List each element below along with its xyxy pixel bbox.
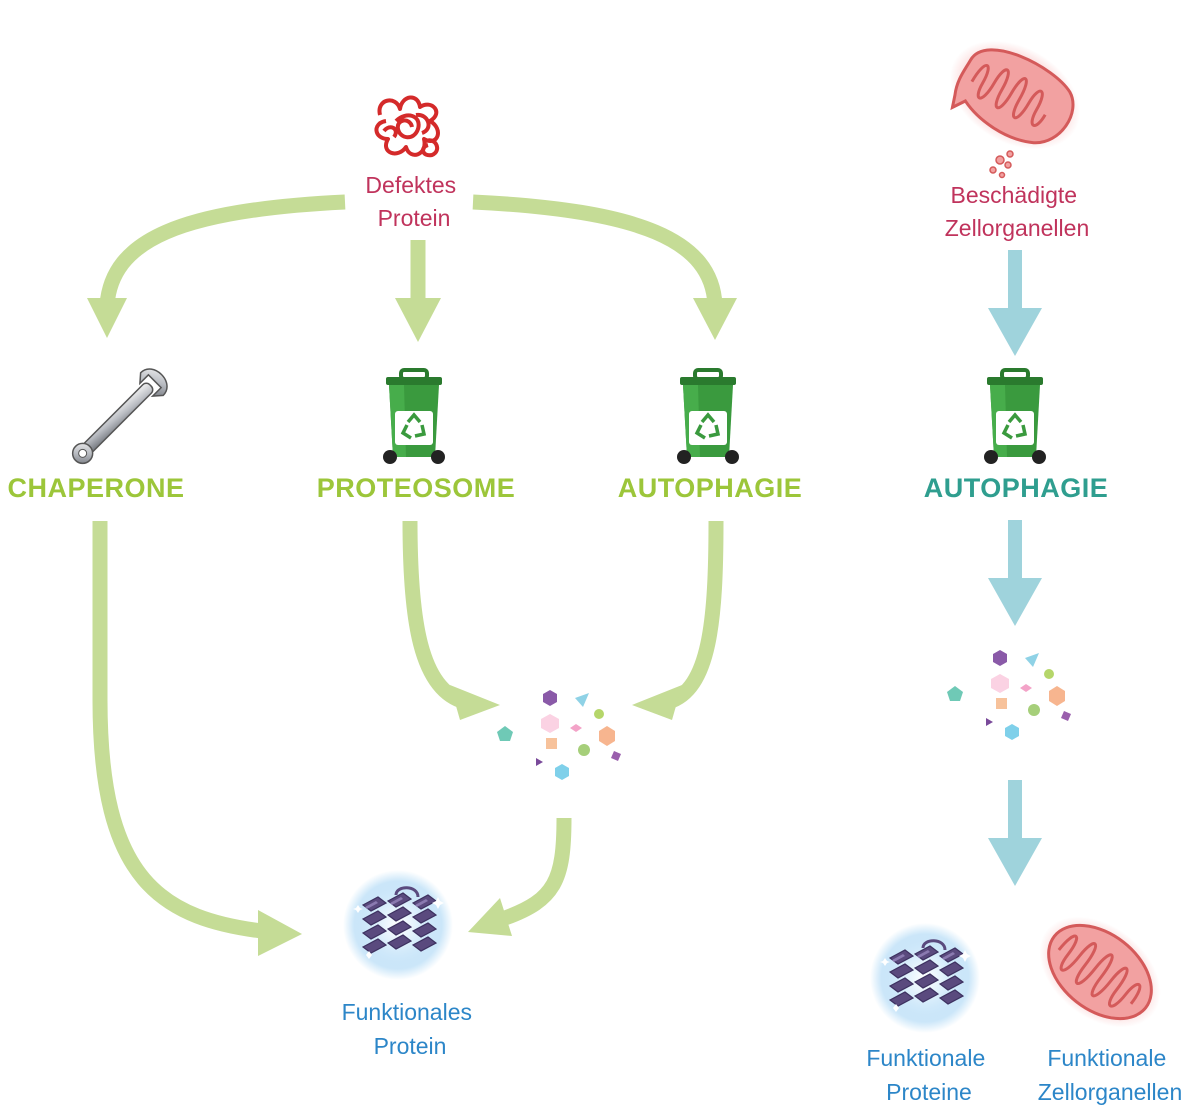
- defective-protein-label: Defektes Protein: [365, 172, 462, 231]
- arrow-to-chaperone: [99, 194, 346, 306]
- arrow-to-autophagy-left: [472, 194, 723, 306]
- functional-protein-line1: Funktionales: [342, 999, 472, 1025]
- arrow-autophagy-to-fragments: [665, 520, 724, 710]
- autophagy-label-right: AUTOPHAGIE: [924, 473, 1109, 503]
- functional-proteins-label: Funktionale Proteine: [866, 1045, 991, 1105]
- fragment-cluster-icon: [947, 650, 1071, 740]
- mitochondrion-icon: [1016, 892, 1184, 1052]
- arrowhead: [988, 308, 1042, 356]
- arrowhead: [468, 898, 512, 936]
- damaged-organelles-label: Beschädigte Zellorganellen: [945, 182, 1089, 241]
- functional-organelles-line1: Funktionale: [1047, 1045, 1166, 1071]
- damaged-mitochondrion-icon: [949, 40, 1081, 150]
- damaged-organelles-line2: Zellorganellen: [945, 215, 1089, 241]
- arrowhead: [450, 685, 500, 720]
- defective-protein-line2: Protein: [378, 205, 451, 231]
- arrowhead: [395, 298, 441, 342]
- autophagy-label-left: AUTOPHAGIE: [618, 473, 803, 503]
- defective-protein-line1: Defektes: [365, 172, 456, 198]
- green-arrowheads: [87, 298, 737, 956]
- arrowhead: [632, 685, 682, 720]
- fragment-cluster-icon: [497, 690, 621, 780]
- arrow-chaperone-to-protein: [92, 521, 271, 940]
- protein-helix-icon: [868, 921, 982, 1035]
- functional-organelles-line2: Zellorganellen: [1038, 1079, 1182, 1105]
- arrow-proteosome-to-fragments: [402, 520, 468, 710]
- arrowhead: [988, 578, 1042, 626]
- green-arrows: [92, 194, 724, 940]
- arrowhead: [258, 910, 302, 956]
- arrow-fragments-to-protein: [502, 817, 572, 926]
- functional-proteins-line2: Proteine: [886, 1079, 972, 1105]
- functional-organelles-label: Funktionale Zellorganellen: [1038, 1045, 1182, 1105]
- recycle-bin-icon: [675, 368, 741, 466]
- arrowhead: [693, 298, 737, 340]
- protein-helix-icon: [341, 868, 455, 982]
- proteosome-label: PROTEOSOME: [317, 473, 516, 503]
- recycle-bin-icon: [982, 368, 1048, 466]
- recycle-bin-icon: [381, 368, 447, 466]
- teal-arrowheads: [988, 308, 1042, 886]
- damaged-organelles-line1: Beschädigte: [951, 182, 1078, 208]
- wrench-icon: [71, 368, 168, 465]
- chaperone-label: CHAPERONE: [7, 473, 184, 503]
- functional-protein-label: Funktionales Protein: [342, 999, 479, 1059]
- arrowhead: [87, 298, 127, 338]
- functional-proteins-line1: Funktionale: [866, 1045, 985, 1071]
- arrowhead: [988, 838, 1042, 886]
- tangled-protein-icon: [374, 95, 440, 158]
- functional-protein-line2: Protein: [374, 1033, 447, 1059]
- mitochondrion-debris: [989, 150, 1014, 179]
